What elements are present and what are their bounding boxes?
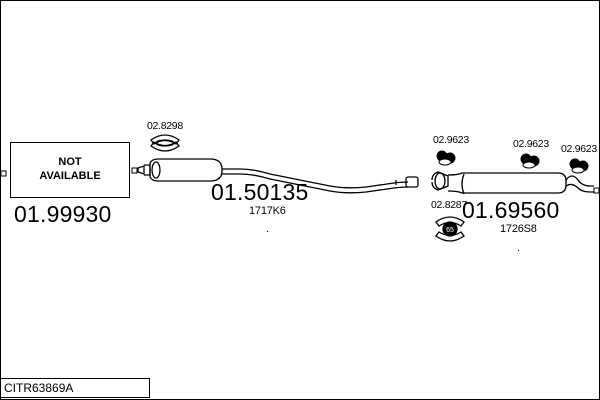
center-silencer-icon[interactable] <box>137 158 419 194</box>
center-clamp-part-number[interactable]: 02.8298 <box>147 120 183 132</box>
rear-silencer-ref: 1726S8 <box>500 223 537 235</box>
not-available-line-2: AVAILABLE <box>39 170 101 182</box>
rear-dot: . <box>517 242 520 254</box>
hanger-icon-3[interactable] <box>569 158 589 174</box>
not-available-line-1: NOT <box>58 156 82 169</box>
kit-code-box: CITR63869A <box>0 378 150 398</box>
rear-clamp-part-number[interactable]: 02.8287 <box>431 199 467 211</box>
center-dot: . <box>266 223 269 235</box>
rear-clamp-bolt-count: 65 <box>446 227 454 234</box>
clamp-icon-center[interactable] <box>150 134 180 152</box>
center-silencer-part-number[interactable]: 01.50135 <box>211 179 309 205</box>
not-available-box: NOT AVAILABLE <box>10 142 130 198</box>
hanger-icon-1[interactable] <box>436 150 456 166</box>
center-silencer-ref: 1717K6 <box>249 205 286 217</box>
rear-hanger-3-part-number[interactable]: 02.9623 <box>561 143 597 155</box>
rear-hanger-2-part-number[interactable]: 02.9623 <box>513 138 549 150</box>
rear-silencer-part-number[interactable]: 01.69560 <box>462 197 560 223</box>
right-edge-marker <box>593 187 600 194</box>
hanger-icon-2[interactable] <box>520 153 540 169</box>
left-edge-marker <box>0 170 7 177</box>
clamp-icon-rear[interactable] <box>435 216 465 242</box>
rear-silencer-icon[interactable] <box>431 171 594 195</box>
front-pipe-part-number[interactable]: 01.99930 <box>14 201 112 227</box>
front-pipe-end-marker <box>131 167 138 174</box>
rear-hanger-1-part-number[interactable]: 02.9623 <box>433 134 469 146</box>
